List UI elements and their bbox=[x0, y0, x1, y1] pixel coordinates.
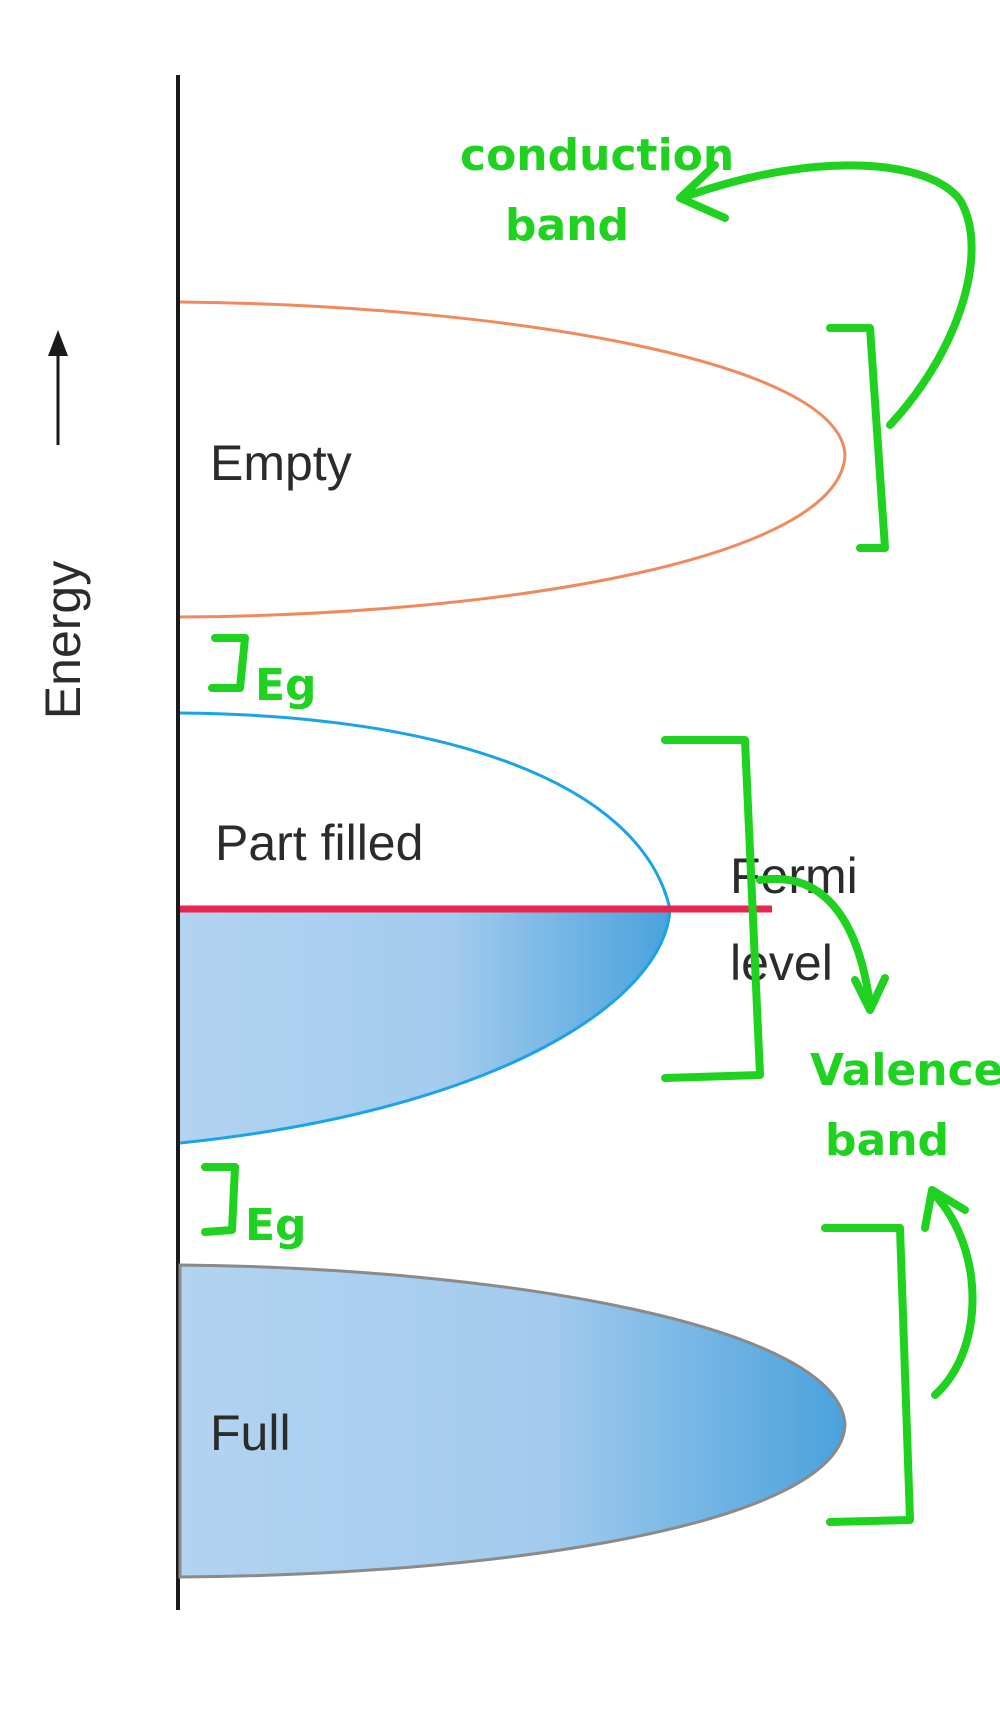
full-band-arrow-head bbox=[921, 1186, 969, 1232]
conduction-annotation-line1: conduction bbox=[460, 130, 734, 181]
valence-upper-bracket bbox=[661, 736, 764, 1082]
energy-arrow-icon bbox=[48, 330, 68, 445]
full-band-up-arrow bbox=[931, 1191, 977, 1399]
full-band-label: Full bbox=[210, 1405, 291, 1461]
conduction-annotation-line2: band bbox=[505, 200, 629, 251]
upper-gap-annotation: Eg bbox=[255, 660, 317, 711]
valence-curved-arrow bbox=[756, 874, 874, 1009]
energy-axis-label: Energy bbox=[35, 561, 91, 719]
valence-annotation-line1: Valence bbox=[810, 1045, 1000, 1096]
conduction-curved-arrow bbox=[686, 161, 976, 429]
handwritten-annotations bbox=[201, 161, 977, 1526]
lower-gap-bracket bbox=[201, 1163, 239, 1236]
upper-gap-bracket bbox=[208, 634, 249, 692]
valence-annotation-line2: band bbox=[825, 1115, 949, 1166]
part-band-filled-region bbox=[180, 909, 670, 1143]
part-filled-band-label: Part filled bbox=[215, 815, 423, 871]
lower-gap-annotation: Eg bbox=[245, 1200, 307, 1251]
full-band-bracket bbox=[821, 1224, 914, 1526]
full-band-region bbox=[178, 1263, 847, 1579]
conduction-bracket bbox=[826, 324, 889, 552]
valence-arrow-head bbox=[851, 974, 889, 1014]
empty-band-outline bbox=[179, 300, 847, 619]
empty-band-label: Empty bbox=[210, 435, 352, 491]
conduction-arrow-head bbox=[676, 161, 729, 222]
fermi-label-line2: level bbox=[730, 935, 833, 991]
